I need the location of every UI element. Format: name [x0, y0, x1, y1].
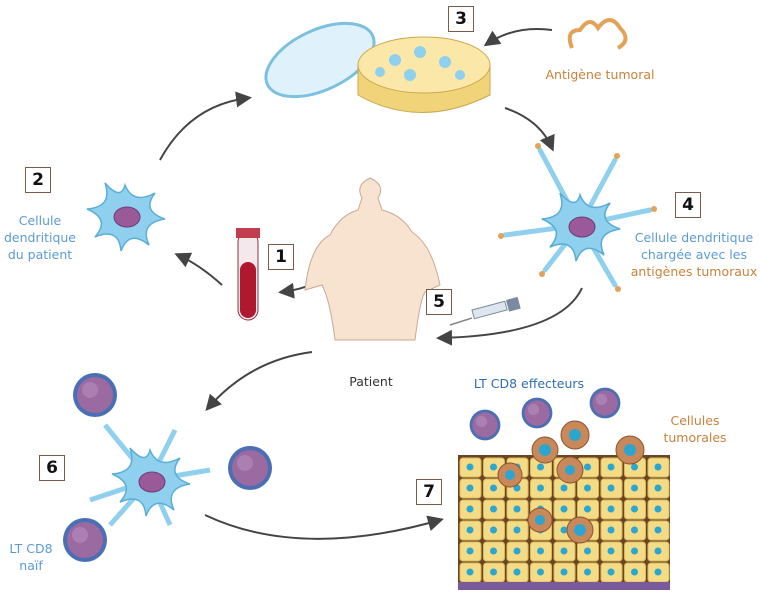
tissue-cell-nucleus [537, 568, 544, 576]
tissue-cell-nucleus [513, 547, 521, 555]
label-line: LT CD8 [9, 541, 53, 556]
step-7-box: 7 [416, 479, 442, 505]
tissue-cell-nucleus [654, 463, 662, 471]
tissue-cell-nucleus [631, 505, 638, 513]
tissue-cell-nucleus [607, 547, 615, 555]
tissue-cell-nucleus [654, 568, 662, 576]
tissue-cell-nucleus [490, 547, 497, 555]
tissue-cell-nucleus [584, 484, 591, 492]
tissue-cell-nucleus [631, 547, 638, 555]
tissue-cell-nucleus [631, 568, 638, 576]
tissue-cell-nucleus [584, 505, 591, 513]
patient-dendritic-cell [86, 182, 166, 252]
syringe-icon [449, 296, 521, 326]
effector-label: LT CD8 effecteurs [473, 376, 585, 391]
blood-tube [236, 228, 260, 321]
step-5-box: 5 [426, 289, 452, 315]
tissue-cell-nucleus [654, 505, 662, 513]
tissue-cell-nucleus [466, 484, 474, 492]
tissue-cell-nucleus [560, 505, 568, 513]
tissue-cell-nucleus [607, 526, 615, 534]
patient-label: Patient [349, 374, 393, 389]
label-line: dendritique [3, 230, 76, 245]
patient-torso [304, 177, 441, 341]
tissue-cell-nucleus [466, 463, 474, 471]
label-line: tumorales [663, 430, 727, 445]
tissue-cell-nucleus [607, 484, 615, 492]
tissue-cell-nucleus [560, 547, 568, 555]
tissue-cell-nucleus [631, 526, 638, 534]
tissue-cell-nucleus [466, 547, 474, 555]
tissue-cell-nucleus [654, 526, 662, 534]
tissue-cell-nucleus [607, 463, 615, 471]
tissue-cell-nucleus [513, 568, 521, 576]
petri-dish [264, 21, 491, 113]
tissue-cell-nucleus [490, 463, 497, 471]
tissue-cell-nucleus [654, 547, 662, 555]
tissue-cell-nucleus [607, 505, 615, 513]
label-line: antigènes tumoraux [630, 264, 758, 279]
tissue-cell-nucleus [631, 463, 638, 471]
tissue-cell-nucleus [490, 484, 497, 492]
loaded-dendritic-cell [498, 143, 657, 292]
cycle-arrows [159, 27, 583, 540]
tissue-cell-nucleus [490, 568, 497, 576]
tumor-tissue [458, 387, 670, 590]
naive-t-cell-activation [63, 373, 272, 562]
tumor-antigen-icon [567, 18, 628, 50]
step-3-box: 3 [448, 6, 474, 32]
label-line: du patient [7, 247, 73, 262]
tissue-cell-nucleus [537, 484, 544, 492]
label-line: chargée avec les [641, 247, 747, 262]
tissue-cell-nucleus [513, 505, 521, 513]
loaded-dc-label: Cellule dendritique chargée avec les ant… [628, 229, 760, 280]
tissue-cell-nucleus [560, 484, 568, 492]
tissue-cell-nucleus [466, 526, 474, 534]
label-line: Cellule dendritique [634, 230, 754, 245]
patient-dc-label: Cellule dendritique du patient [0, 212, 80, 263]
tissue-cell-nucleus [490, 526, 497, 534]
label-line: naïf [19, 558, 43, 573]
tissue-cell-nucleus [466, 568, 474, 576]
tissue-cell-nucleus [607, 568, 615, 576]
naive-label: LT CD8 naïf [0, 540, 62, 574]
step-2-box: 2 [25, 167, 51, 193]
tissue-cell-nucleus [537, 547, 544, 555]
tissue-cell-nucleus [584, 463, 591, 471]
tissue-cell-nucleus [560, 526, 568, 534]
tissue-cell-nucleus [490, 505, 497, 513]
tissue-cell-nucleus [631, 484, 638, 492]
tissue-cell-nucleus [466, 505, 474, 513]
tissue-cell-nucleus [513, 526, 521, 534]
tissue-cell-nucleus [560, 568, 568, 576]
tissue-cell-nucleus [584, 547, 591, 555]
tissue-cell-nucleus [537, 463, 544, 471]
tissue-cell-nucleus [584, 568, 591, 576]
tissue-cell-nucleus [654, 484, 662, 492]
label-line: Cellule [18, 213, 62, 228]
step-1-box: 1 [268, 244, 294, 270]
label-line: Cellules [670, 413, 720, 428]
step-4-box: 4 [675, 192, 701, 218]
antigen-label: Antigène tumoral [545, 67, 655, 82]
tumor-cells-label: Cellules tumorales [650, 412, 740, 446]
step-6-box: 6 [39, 455, 65, 481]
